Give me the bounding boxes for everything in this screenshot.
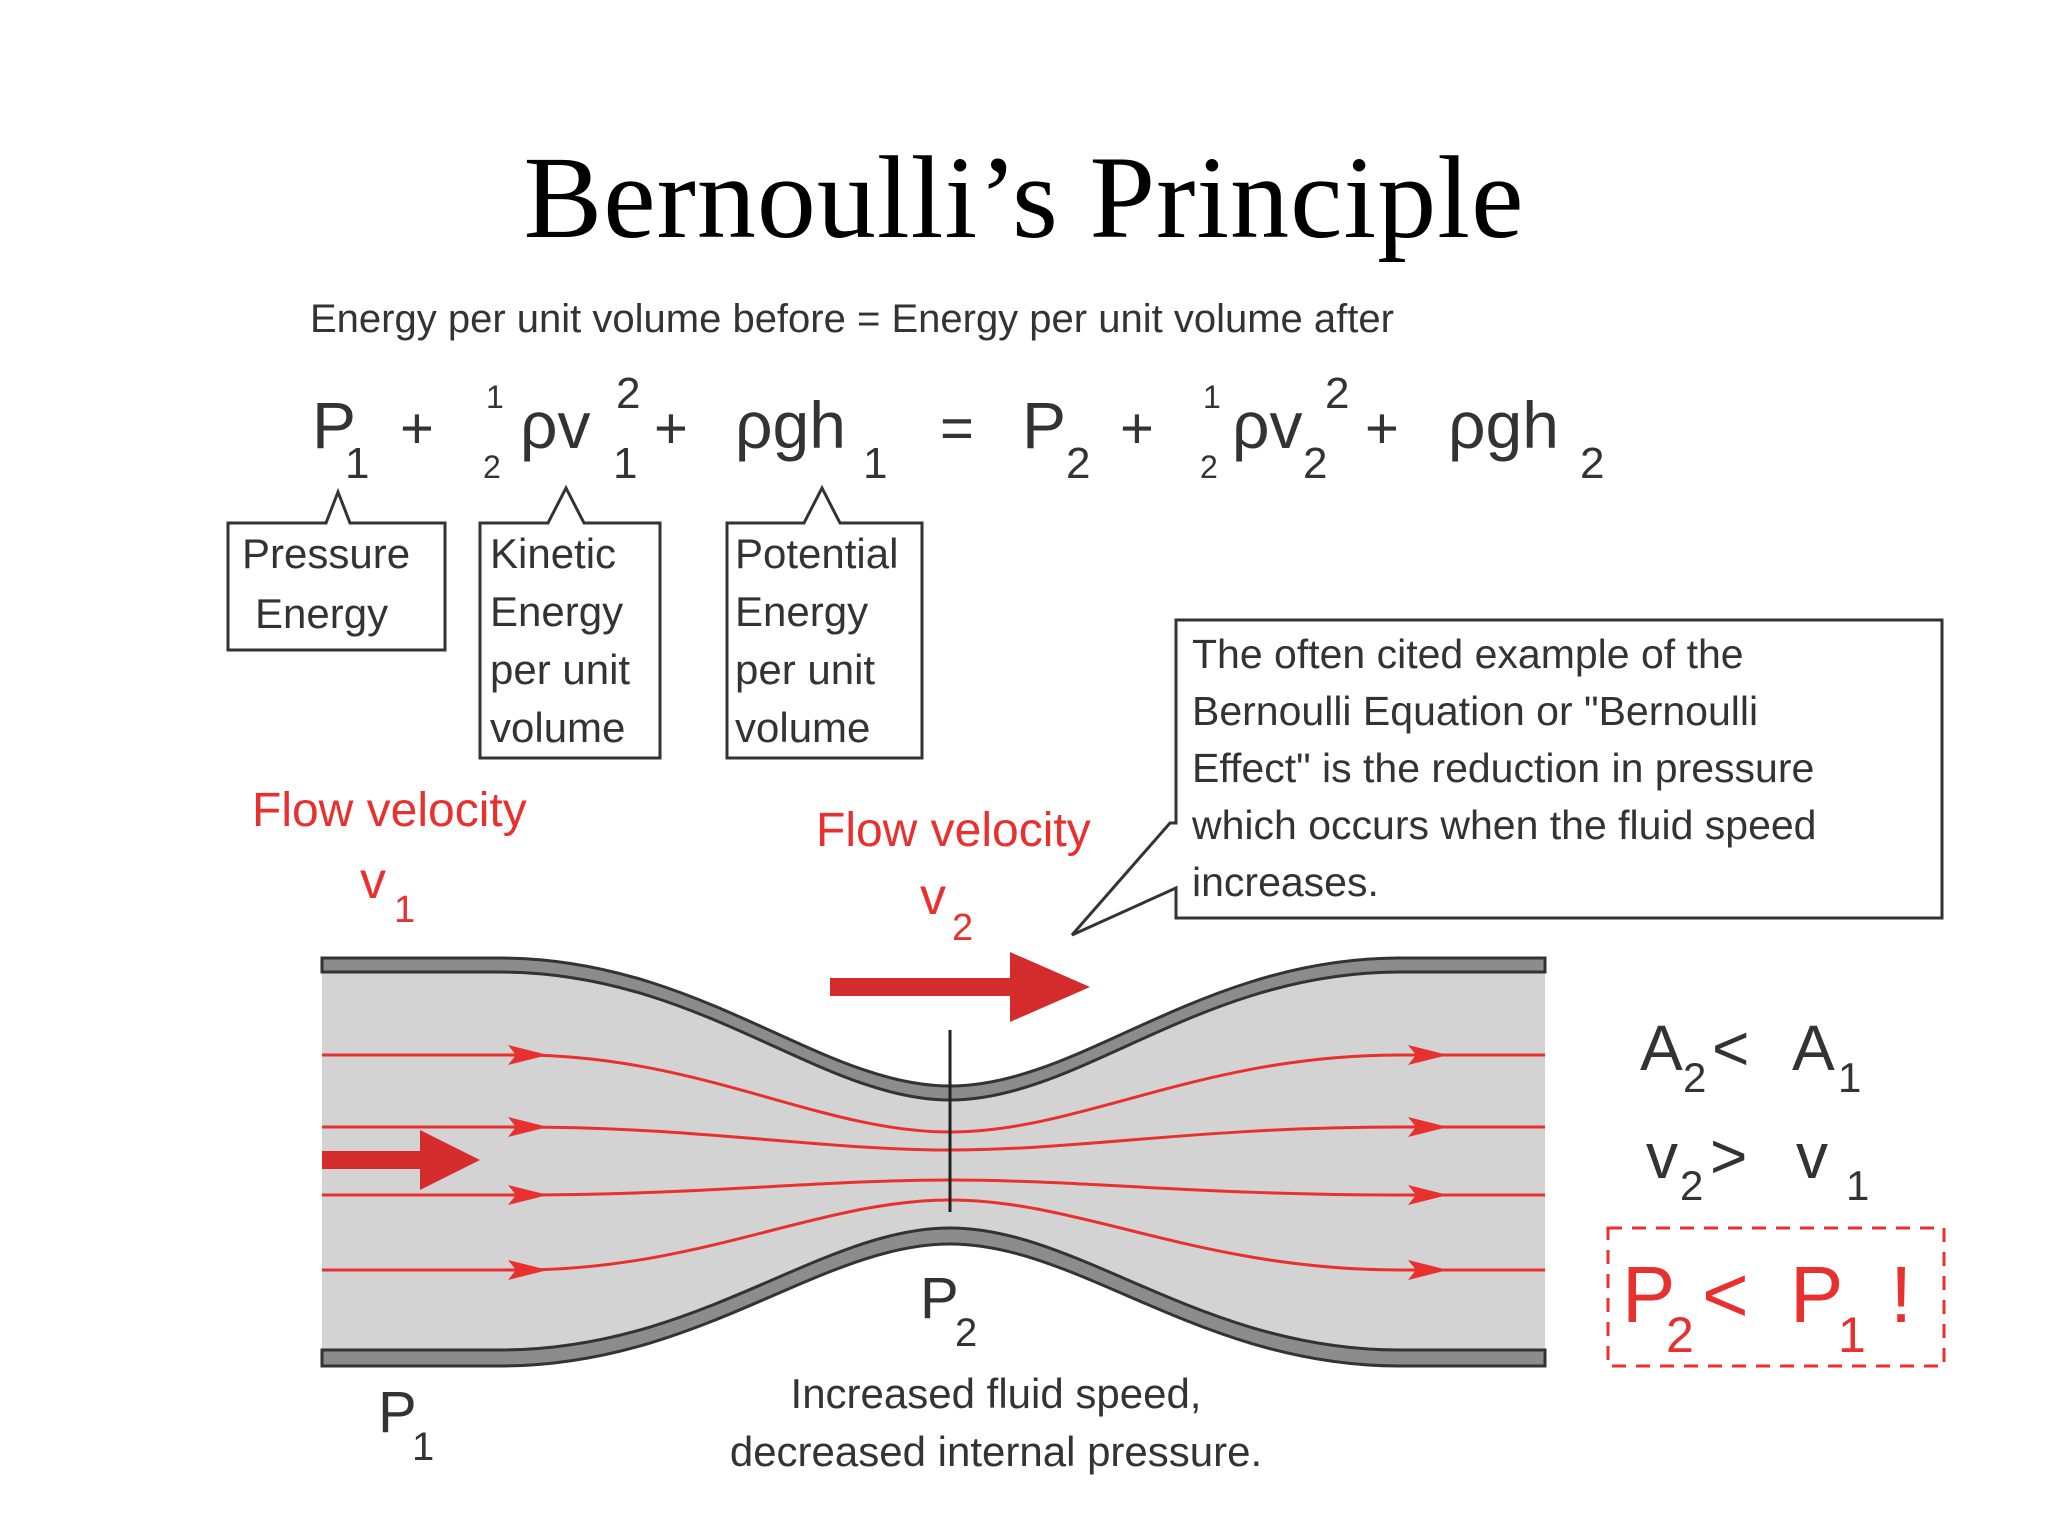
eq-h1-sub: 1	[863, 439, 887, 488]
arrowhead-right-4	[1408, 1260, 1448, 1280]
eq-v1-sub: 1	[613, 439, 637, 488]
velocity-v2: v	[1646, 1120, 1678, 1192]
eq-p2-sub: 2	[1066, 439, 1090, 488]
kinetic-box-outline	[478, 484, 662, 760]
pressure-box-line-2: Energy	[255, 590, 388, 637]
pressure-bang: !	[1890, 1250, 1912, 1339]
eq-plus-1: +	[400, 396, 434, 461]
pressure-p1: P	[1790, 1250, 1843, 1339]
arrowhead-right-1	[1408, 1045, 1448, 1065]
velocity-op: >	[1710, 1120, 1747, 1192]
pressure-op: <	[1702, 1250, 1749, 1339]
arrowhead-right-3	[1408, 1185, 1448, 1205]
eq-plus-2: +	[654, 396, 688, 461]
kinetic-box-line-1: Kinetic	[490, 530, 616, 577]
callout-line-4: which occurs when the fluid speed	[1191, 802, 1816, 848]
area-relation: A 2 < A 1	[1640, 1012, 1861, 1101]
pressure-relation-dashed-box	[1606, 1226, 1946, 1368]
area-a2: A	[1640, 1012, 1683, 1084]
eq-v1-sup: 2	[616, 369, 640, 418]
eq-rho-v-2: ρv	[1232, 388, 1303, 462]
pressure-box-outline	[226, 487, 447, 652]
arrowhead-left-1	[508, 1045, 548, 1065]
eq-p1-sub: 1	[345, 439, 369, 488]
equation-caption: Energy per unit volume before = Energy p…	[310, 297, 1394, 341]
arrowhead-left-4	[508, 1260, 548, 1280]
eq-p2: P	[1022, 388, 1066, 462]
eq-p1: P	[312, 388, 356, 462]
pipe-top-wall	[320, 956, 1547, 1102]
area-a2-sub: 2	[1683, 1054, 1706, 1101]
velocity-v1: v	[1796, 1120, 1828, 1192]
streamline-arrowheads	[508, 1045, 1448, 1280]
potential-box-line-3: per unit	[735, 646, 875, 693]
kinetic-box-line-4: volume	[490, 704, 625, 751]
inlet-flow-arrow	[322, 1130, 480, 1190]
kinetic-energy-box: Kinetic Energy per unit volume	[478, 484, 662, 760]
eq-half-num-2: 1	[1203, 379, 1221, 415]
area-op: <	[1712, 1012, 1749, 1084]
potential-box-line-2: Energy	[735, 588, 868, 635]
eq-plus-3: +	[1120, 396, 1154, 461]
flow-velocity-label-2: Flow velocity	[816, 804, 1091, 857]
potential-box-line-4: volume	[735, 704, 870, 751]
v2-label: v	[920, 868, 946, 926]
area-a1-sub: 1	[1838, 1054, 1861, 1101]
pressure-relation: P 2 < P 1 !	[1606, 1226, 1946, 1368]
p2-label-sub: 2	[955, 1311, 977, 1355]
callout-line-3: Effect" is the reduction in pressure	[1192, 745, 1814, 791]
arrowhead-left-3	[508, 1185, 548, 1205]
kinetic-box-line-3: per unit	[490, 646, 630, 693]
v1-label-sub: 1	[394, 889, 415, 931]
area-a1: A	[1792, 1012, 1835, 1084]
eq-half-num-1: 1	[486, 379, 504, 415]
bottom-caption-line-2: decreased internal pressure.	[730, 1428, 1262, 1475]
pressure-energy-box: Pressure Energy	[226, 487, 447, 652]
callout-line-5: increases.	[1192, 859, 1379, 905]
arrowhead-left-2	[508, 1117, 548, 1137]
pressure-p1-sub: 1	[1838, 1307, 1866, 1363]
flow-velocity-label-1: Flow velocity	[252, 784, 527, 837]
eq-rho-g-h-1: ρgh	[735, 388, 846, 462]
pressure-p2-sub: 2	[1666, 1307, 1694, 1363]
potential-box-line-1: Potential	[735, 530, 898, 577]
eq-rho-g-h-2: ρgh	[1448, 388, 1559, 462]
p2-label: P	[920, 1266, 959, 1331]
eq-v2-sub: 2	[1303, 439, 1327, 488]
potential-box-outline	[725, 484, 924, 760]
p1-label-sub: 1	[412, 1425, 434, 1469]
v2-label-sub: 2	[952, 907, 973, 949]
throat-flow-arrow	[830, 952, 1090, 1022]
v1-label: v	[360, 852, 386, 910]
arrowhead-right-2	[1408, 1117, 1448, 1137]
kinetic-box-line-2: Energy	[490, 588, 623, 635]
callout-outline	[1070, 618, 1944, 937]
eq-half-den-2: 2	[1200, 449, 1218, 485]
pressure-p2: P	[1622, 1250, 1675, 1339]
velocity-relation: v 2 > v 1	[1646, 1120, 1869, 1209]
velocity-v2-sub: 2	[1680, 1162, 1703, 1209]
callout-line-1: The often cited example of the	[1192, 631, 1744, 677]
bernoulli-equation: P 1 + 1 2 ρv 1 2 + ρgh 1 = P 2 + 1 2 ρv …	[312, 369, 1604, 488]
pressure-box-line-1: Pressure	[242, 530, 410, 577]
eq-equals: =	[940, 396, 974, 461]
p1-label: P	[378, 1380, 417, 1445]
eq-plus-4: +	[1365, 396, 1399, 461]
velocity-v1-sub: 1	[1846, 1162, 1869, 1209]
pipe-bottom-wall	[320, 1226, 1547, 1368]
slide-title: Bernoulli’s Principle	[523, 132, 1525, 263]
potential-energy-box: Potential Energy per unit volume	[725, 484, 924, 760]
eq-h2-sub: 2	[1580, 439, 1604, 488]
bernoulli-effect-callout: The often cited example of the Bernoulli…	[1070, 618, 1944, 937]
callout-line-2: Bernoulli Equation or "Bernoulli	[1192, 688, 1758, 734]
eq-rho-v-1: ρv	[520, 388, 591, 462]
eq-v2-sup: 2	[1325, 369, 1349, 418]
eq-half-den-1: 2	[483, 449, 501, 485]
bottom-caption-line-1: Increased fluid speed,	[791, 1370, 1202, 1417]
